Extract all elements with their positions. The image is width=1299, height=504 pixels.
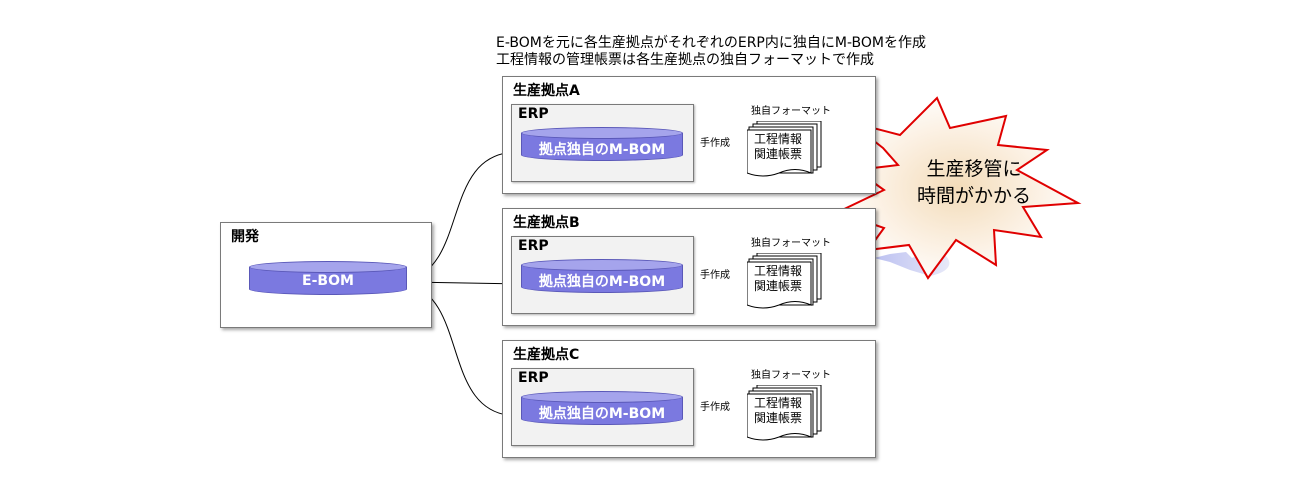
site-c-erp: ERP 拠点独自のM-BOM	[511, 368, 694, 446]
site-a-mbom-label: 拠点独自のM-BOM	[538, 142, 666, 158]
site-a-format-label: 独自フォーマット	[751, 106, 831, 117]
site-b-format-label: 独自フォーマット	[751, 238, 831, 249]
site-c-format-label: 独自フォーマット	[751, 370, 831, 381]
header-line-2: 工程情報の管理帳票は各生産拠点の独自フォーマットで作成	[496, 52, 874, 68]
callout-line-2: 時間がかかる	[916, 185, 1031, 207]
site-c-mbom-label: 拠点独自のM-BOM	[538, 406, 666, 422]
site-b-mbom-label: 拠点独自のM-BOM	[538, 274, 666, 290]
dev-title: 開発	[231, 229, 259, 245]
site-b-doc-line-2: 関連帳票	[753, 279, 802, 293]
site-b-title: 生産拠点B	[513, 215, 580, 231]
site-a-title: 生産拠点A	[513, 83, 580, 99]
site-b-box: 生産拠点B ERP 拠点独自のM-BOM 手作成 独自フォーマット 工程情報 関…	[502, 208, 876, 326]
site-a-mbom-database: 拠点独自のM-BOM	[521, 127, 683, 161]
site-a-box: 生産拠点A ERP 拠点独自のM-BOM 手作成 独自フォーマット 工程情報 関…	[502, 76, 876, 194]
site-a-erp-label: ERP	[518, 106, 549, 122]
site-b-hand-label: 手作成	[700, 270, 730, 281]
ebom-database: E-BOM	[249, 261, 407, 295]
site-c-box: 生産拠点C ERP 拠点独自のM-BOM 手作成 独自フォーマット 工程情報 関…	[502, 340, 876, 458]
header-line-1: E-BOMを元に各生産拠点がそれぞれのERP内に独自にM-BOMを作成	[496, 35, 926, 51]
site-c-mbom-database: 拠点独自のM-BOM	[521, 391, 683, 425]
site-b-doc-line-1: 工程情報	[753, 264, 802, 278]
ebom-label: E-BOM	[302, 273, 354, 289]
dev-box: 開発 E-BOM	[220, 222, 432, 328]
site-b-erp: ERP 拠点独自のM-BOM	[511, 236, 694, 314]
site-c-doc-line-1: 工程情報	[753, 396, 802, 410]
callout-text: 生産移管に 時間がかかる	[894, 156, 1054, 210]
site-c-document-stack: 工程情報 関連帳票	[747, 385, 822, 441]
site-b-erp-label: ERP	[518, 238, 549, 254]
site-c-erp-label: ERP	[518, 370, 549, 386]
site-b-document-stack: 工程情報 関連帳票	[747, 253, 822, 309]
site-b-mbom-database: 拠点独自のM-BOM	[521, 259, 683, 293]
site-c-hand-label: 手作成	[700, 402, 730, 413]
callout-line-1: 生産移管に	[926, 158, 1022, 180]
site-a-hand-label: 手作成	[700, 138, 730, 149]
site-a-doc-line-1: 工程情報	[753, 132, 802, 146]
site-a-doc-line-2: 関連帳票	[753, 147, 802, 161]
site-a-erp: ERP 拠点独自のM-BOM	[511, 104, 694, 182]
site-c-title: 生産拠点C	[513, 347, 580, 363]
site-a-document-stack: 工程情報 関連帳票	[747, 121, 822, 177]
site-c-doc-line-2: 関連帳票	[753, 411, 802, 425]
